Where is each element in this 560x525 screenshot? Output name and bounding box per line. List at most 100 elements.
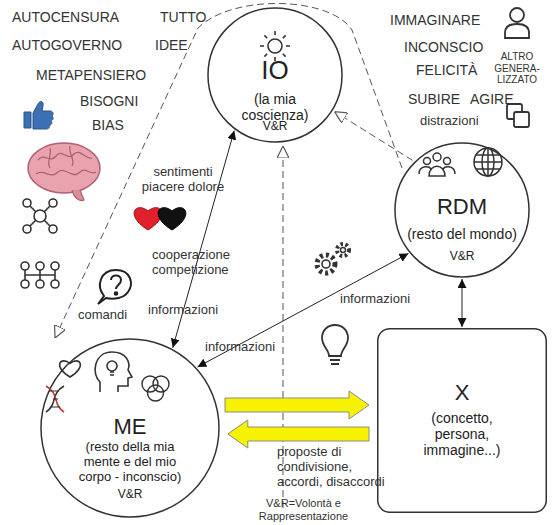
dna-strand <box>46 386 64 412</box>
keyword-label: comandi <box>78 308 127 323</box>
globe-meridian <box>482 148 494 176</box>
question-icon <box>98 270 131 304</box>
keyword-label: METAPENSIERO <box>36 67 146 83</box>
network-node <box>23 199 31 207</box>
copy-icon <box>507 104 529 127</box>
node-text: (resto della mia mente e del mio corpo -… <box>68 440 193 485</box>
thumbs-up-icon <box>24 102 53 129</box>
dashed-loop <box>55 3 402 338</box>
edge-label: informazioni <box>148 303 218 318</box>
link-arrow <box>462 279 463 327</box>
person-head <box>424 158 431 165</box>
grid-node <box>51 280 59 288</box>
gear-teeth <box>317 255 335 273</box>
keyword-label: FELICITÀ <box>416 62 477 78</box>
network-icon <box>23 199 57 233</box>
bulb-glass <box>322 325 348 356</box>
node-text: (concetto, persona, immagine...) <box>407 410 517 458</box>
node-text: (resto del mondo) <box>399 226 525 242</box>
gear-hub <box>341 248 346 253</box>
self-circle: ME(resto della mia mente e del mio corpo… <box>40 338 220 518</box>
sun-core <box>268 39 282 53</box>
gear-teeth <box>337 244 349 256</box>
user-head <box>510 8 524 22</box>
concept-box: X (concetto, persona, immagine...) <box>377 328 547 513</box>
heart-icon <box>60 361 81 377</box>
network-links <box>27 203 53 229</box>
circle-outline <box>41 339 219 517</box>
keyword-label: BIAS <box>92 117 124 133</box>
gears-icon <box>317 244 349 273</box>
person-head <box>433 153 441 161</box>
ring <box>153 376 169 392</box>
dna-icon <box>46 386 64 412</box>
bulb-base <box>330 360 340 364</box>
keyword-label: cooperazione competizione <box>152 248 247 278</box>
node-title: ME <box>90 414 170 439</box>
keyword-label: informazioni <box>340 292 410 307</box>
circle-outline <box>208 8 342 142</box>
gear-hub <box>322 260 330 268</box>
red-heart <box>134 208 162 230</box>
keyword-label: V&R=Volontà e Rappresentazione <box>236 497 371 522</box>
network-node <box>23 225 31 233</box>
node-text: V&R <box>100 488 160 502</box>
grid-lines <box>25 262 55 288</box>
speech-bubble <box>98 270 131 304</box>
head-bulb-base <box>110 372 114 375</box>
keyword-label: INCONSCIO <box>404 39 483 55</box>
world-circle: RDM(resto del mondo)V&R <box>394 142 530 278</box>
keyword-label: AUTOCENSURA <box>12 9 119 25</box>
node-title: IO <box>235 56 315 86</box>
node-text: V&R <box>432 250 492 264</box>
user-body <box>505 24 529 38</box>
question-dot <box>115 292 118 295</box>
person-body <box>419 167 431 174</box>
box-outline <box>378 329 547 513</box>
edge-label: proposte di condivisione, accordi, disac… <box>277 445 397 490</box>
grid-icon <box>21 262 59 288</box>
sun-icon <box>260 31 290 61</box>
keyword-label: SUBIRE <box>408 91 460 107</box>
keyword-label: TUTTO <box>160 9 206 25</box>
keyword-label: distrazioni <box>420 114 479 129</box>
node-text: V&R <box>245 120 305 134</box>
head-icon <box>95 352 132 392</box>
keyword-label: ALTRO GENERA- LIZZATO <box>489 51 545 86</box>
lightbulb-icon <box>322 325 348 364</box>
circle-outline <box>395 143 529 277</box>
brain-shape <box>28 143 100 193</box>
consciousness-circle: IO(la mia coscienza)V&R <box>207 7 343 143</box>
grid-node <box>21 280 29 288</box>
network-node <box>49 225 57 233</box>
head-profile <box>95 352 132 392</box>
keyword-label: BISOGNI <box>80 93 138 109</box>
brain-icon <box>28 143 100 201</box>
globe-lines <box>474 148 502 176</box>
edge-label: informazioni <box>205 340 275 355</box>
copy-front <box>514 112 529 127</box>
black-heart <box>158 208 186 230</box>
globe-icon <box>474 148 502 176</box>
keyword-label: sentimenti piacere dolore <box>133 165 233 195</box>
dashed-arrow <box>283 146 284 508</box>
node-title: X <box>422 380 502 405</box>
keyword-label: AGIRE <box>470 91 514 107</box>
proposal-arrow <box>225 391 369 419</box>
person-head <box>444 158 451 165</box>
network-node <box>34 210 46 222</box>
info-arrow <box>173 131 234 348</box>
dna-rungs <box>49 391 60 407</box>
question-mark <box>111 276 121 290</box>
grid-node <box>51 262 59 270</box>
globe-outline <box>474 148 502 176</box>
grid-node <box>36 280 44 288</box>
info-arrow <box>198 253 409 367</box>
sun-rays <box>260 31 290 61</box>
grid-node <box>21 262 29 270</box>
ring <box>148 385 164 401</box>
